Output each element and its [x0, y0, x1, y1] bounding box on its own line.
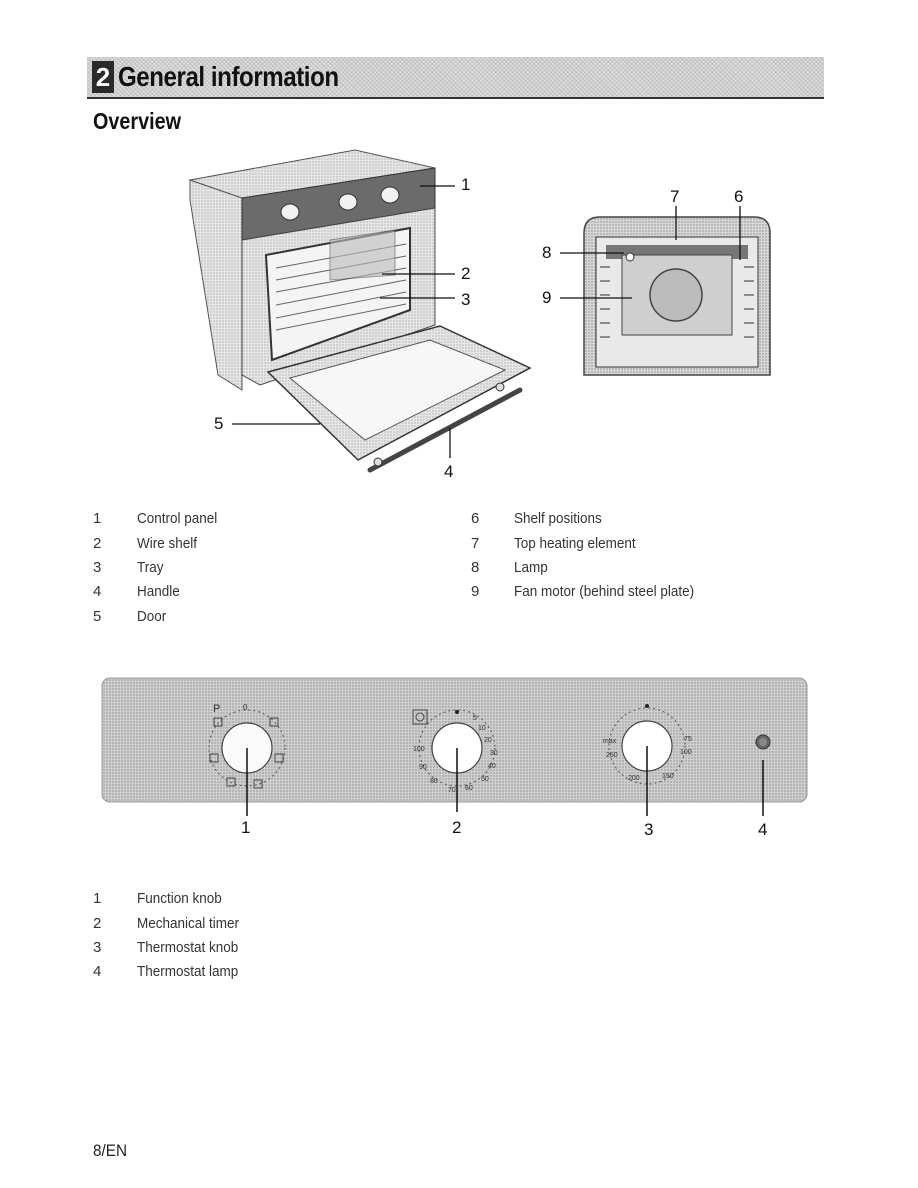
timer-mark-60: 60 — [465, 785, 473, 792]
legend-label: Shelf positions — [514, 510, 602, 527]
oven-illustration — [188, 149, 532, 473]
legend-number: 4 — [93, 583, 102, 600]
oven-callout-9: 9 — [542, 288, 552, 307]
legend-label: Door — [137, 608, 167, 625]
timer-mark-90: 90 — [419, 764, 427, 771]
legend-number: 8 — [471, 559, 480, 576]
legend-label: Thermostat lamp — [137, 963, 239, 980]
legend-number: 1 — [93, 890, 102, 907]
panel-callout-2: 2 — [452, 818, 462, 837]
timer-mark-50: 50 — [481, 776, 489, 783]
oven-callout-4: 4 — [444, 462, 454, 481]
legend-label: Mechanical timer — [137, 915, 240, 932]
timer-mark-20: 20 — [484, 737, 492, 744]
legend-number: 3 — [93, 939, 102, 956]
function-mark-p: P — [213, 703, 221, 715]
oven-callout-3: 3 — [461, 290, 471, 309]
function-mark-0: 0 — [243, 703, 248, 712]
legend-label: Fan motor (behind steel plate) — [514, 583, 695, 600]
timer-mark-30: 30 — [490, 750, 498, 757]
legend-number: 1 — [93, 510, 102, 527]
legend-label: Thermostat knob — [137, 939, 239, 956]
oven-callout-8: 8 — [542, 243, 552, 262]
legend-label: Handle — [137, 583, 180, 600]
timer-mark-80: 80 — [430, 778, 438, 785]
legend-label: Wire shelf — [137, 535, 198, 552]
legend-label: Top heating element — [514, 535, 636, 552]
legend-number: 2 — [93, 535, 102, 552]
oven-callout-2: 2 — [461, 264, 471, 283]
chapter-number: 2 — [92, 61, 114, 93]
thermostat-mark-100: 100 — [680, 749, 692, 756]
legend-label: Lamp — [514, 559, 548, 576]
chapter-header-bar — [87, 57, 824, 99]
panel-callout-4: 4 — [758, 820, 768, 839]
legend-number: 9 — [471, 583, 480, 600]
page-number: 8/EN — [93, 1141, 128, 1160]
legend-label: Tray — [137, 559, 164, 576]
oven-callout-1: 1 — [461, 175, 471, 194]
legend-number: 4 — [93, 963, 102, 980]
oven-callout-5: 5 — [214, 414, 224, 433]
control-panel-illustration — [101, 677, 808, 803]
legend-number: 3 — [93, 559, 102, 576]
timer-mark-5: 5 — [473, 715, 477, 722]
legend-number: 6 — [471, 510, 480, 527]
timer-mark-70: 70 — [448, 787, 456, 794]
oven-callout-6: 6 — [734, 187, 744, 206]
thermostat-mark-200: 200 — [628, 775, 640, 782]
legend-number: 2 — [93, 915, 102, 932]
timer-mark-40: 40 — [488, 763, 496, 770]
legend-number: 5 — [93, 608, 102, 625]
legend-number: 7 — [471, 535, 480, 552]
section-title: Overview — [93, 108, 181, 134]
legend-label: Function knob — [137, 890, 222, 907]
panel-callout-3: 3 — [644, 820, 654, 839]
thermostat-mark-max: max — [603, 738, 617, 745]
thermostat-mark-150: 150 — [662, 773, 674, 780]
oven-interior-illustration — [583, 216, 771, 376]
thermostat-mark-75: 75 — [684, 736, 692, 743]
panel-callout-1: 1 — [241, 818, 251, 837]
timer-mark-100: 100 — [413, 746, 425, 753]
timer-mark-10: 10 — [478, 725, 486, 732]
thermostat-mark-250: 250 — [606, 752, 618, 759]
legend-label: Control panel — [137, 510, 218, 527]
oven-callout-7: 7 — [670, 187, 680, 206]
chapter-title: General information — [118, 61, 339, 92]
